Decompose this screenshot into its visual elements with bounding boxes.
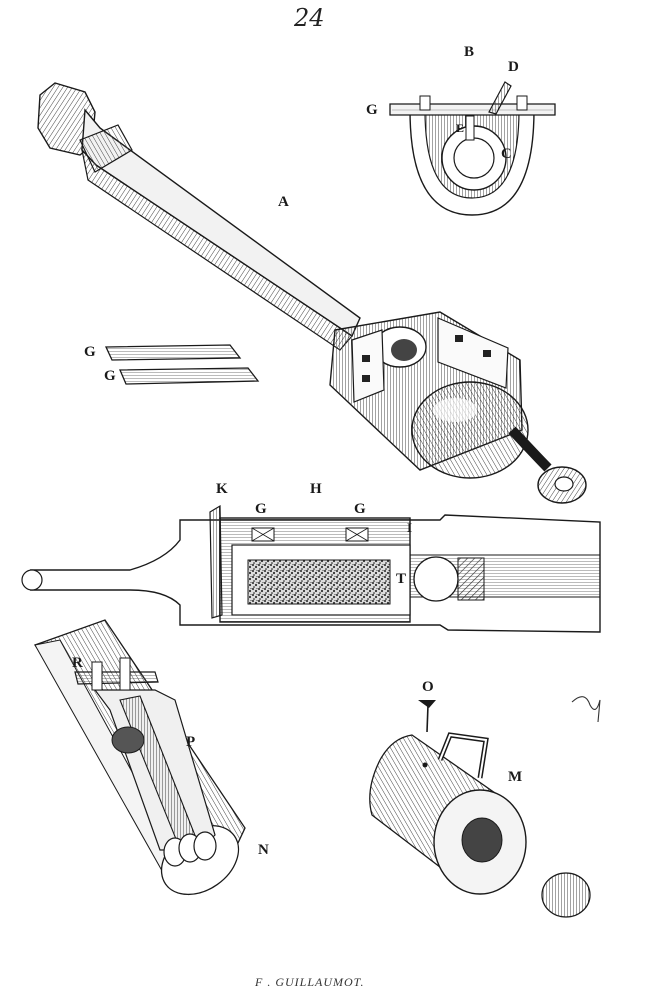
label-m: M (508, 769, 523, 785)
label-b: B (464, 44, 475, 60)
label-a: A (278, 194, 289, 210)
label-t: T (396, 571, 407, 587)
label-k: K (216, 481, 228, 497)
label-g-section-2: G (354, 501, 366, 517)
label-r: R (72, 655, 83, 671)
label-n: N (258, 842, 269, 858)
label-g-top: G (366, 102, 378, 118)
figure-a-barrel (37, 82, 587, 504)
label-o: O (422, 679, 434, 695)
label-i: I (407, 520, 413, 535)
figure-b-end-view (389, 81, 556, 216)
label-h: H (310, 481, 322, 497)
label-e: E (456, 121, 465, 135)
label-d: D (508, 59, 519, 75)
page-number: 24 (294, 4, 325, 32)
figure-n-breech (33, 619, 246, 896)
scribble-mark (571, 696, 601, 723)
label-g-wedge-1: G (84, 344, 96, 360)
figure-h-section (21, 504, 601, 633)
figure-o-pin (418, 700, 436, 733)
label-g-section-1: G (255, 501, 267, 517)
label-p: P (186, 734, 196, 750)
figure-m-chamber (369, 732, 591, 918)
figure-g-wedges (104, 344, 260, 385)
engraver-signature: F . GUILLAUMOT. (255, 975, 365, 989)
label-c: C (501, 146, 512, 162)
label-g-wedge-2: G (104, 368, 116, 384)
